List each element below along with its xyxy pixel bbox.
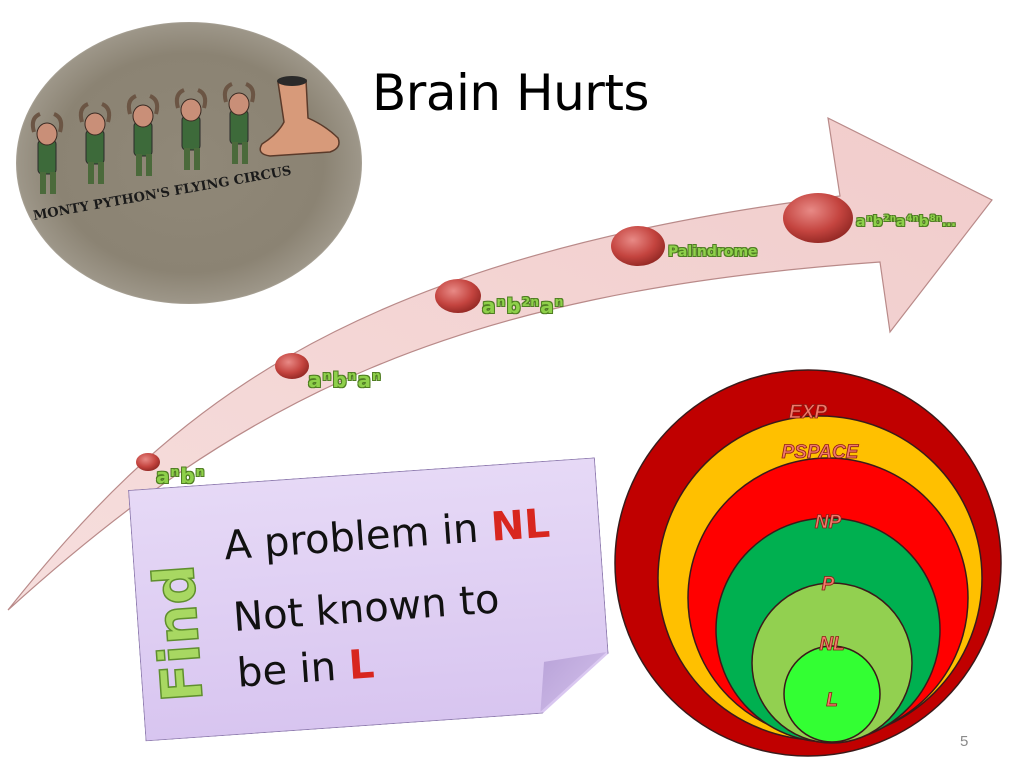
monty-python-photo: MONTY PYTHON'S FLYING CIRCUS xyxy=(16,22,362,304)
class-circle-l xyxy=(783,645,881,743)
stage-label-2: anbnan xyxy=(308,368,381,392)
class-label-nl: NL xyxy=(819,634,845,656)
stage-marker-2 xyxy=(275,353,309,379)
class-label-exp: EXP xyxy=(788,402,828,424)
slide-title: Brain Hurts xyxy=(372,64,649,122)
stage-label-5: anb2na4nb8n… xyxy=(856,214,956,230)
class-label-p: P xyxy=(821,574,835,596)
monty-python-figures-image: MONTY PYTHON'S FLYING CIRCUS xyxy=(30,76,340,224)
stage-label-4: Palindrome xyxy=(668,244,758,260)
stage-label-1: anbn xyxy=(156,464,205,488)
find-note: Find A problem in NL Not known to be in … xyxy=(128,457,610,739)
stage-marker-4 xyxy=(611,226,665,266)
stage-marker-1 xyxy=(136,453,160,471)
class-label-pspace: PSPACE xyxy=(781,442,859,464)
stage-markers xyxy=(136,193,853,471)
class-label-l: L xyxy=(826,690,838,712)
stage-marker-5 xyxy=(783,193,853,243)
note-line-3: be in L xyxy=(235,641,376,697)
slide-number: 5 xyxy=(960,733,969,750)
find-label: Find xyxy=(141,562,217,705)
stage-marker-3 xyxy=(435,279,481,313)
complexity-class-diagram xyxy=(614,369,1002,757)
class-label-np: NP xyxy=(814,512,842,534)
stage-label-3: anb2nan xyxy=(482,294,564,318)
